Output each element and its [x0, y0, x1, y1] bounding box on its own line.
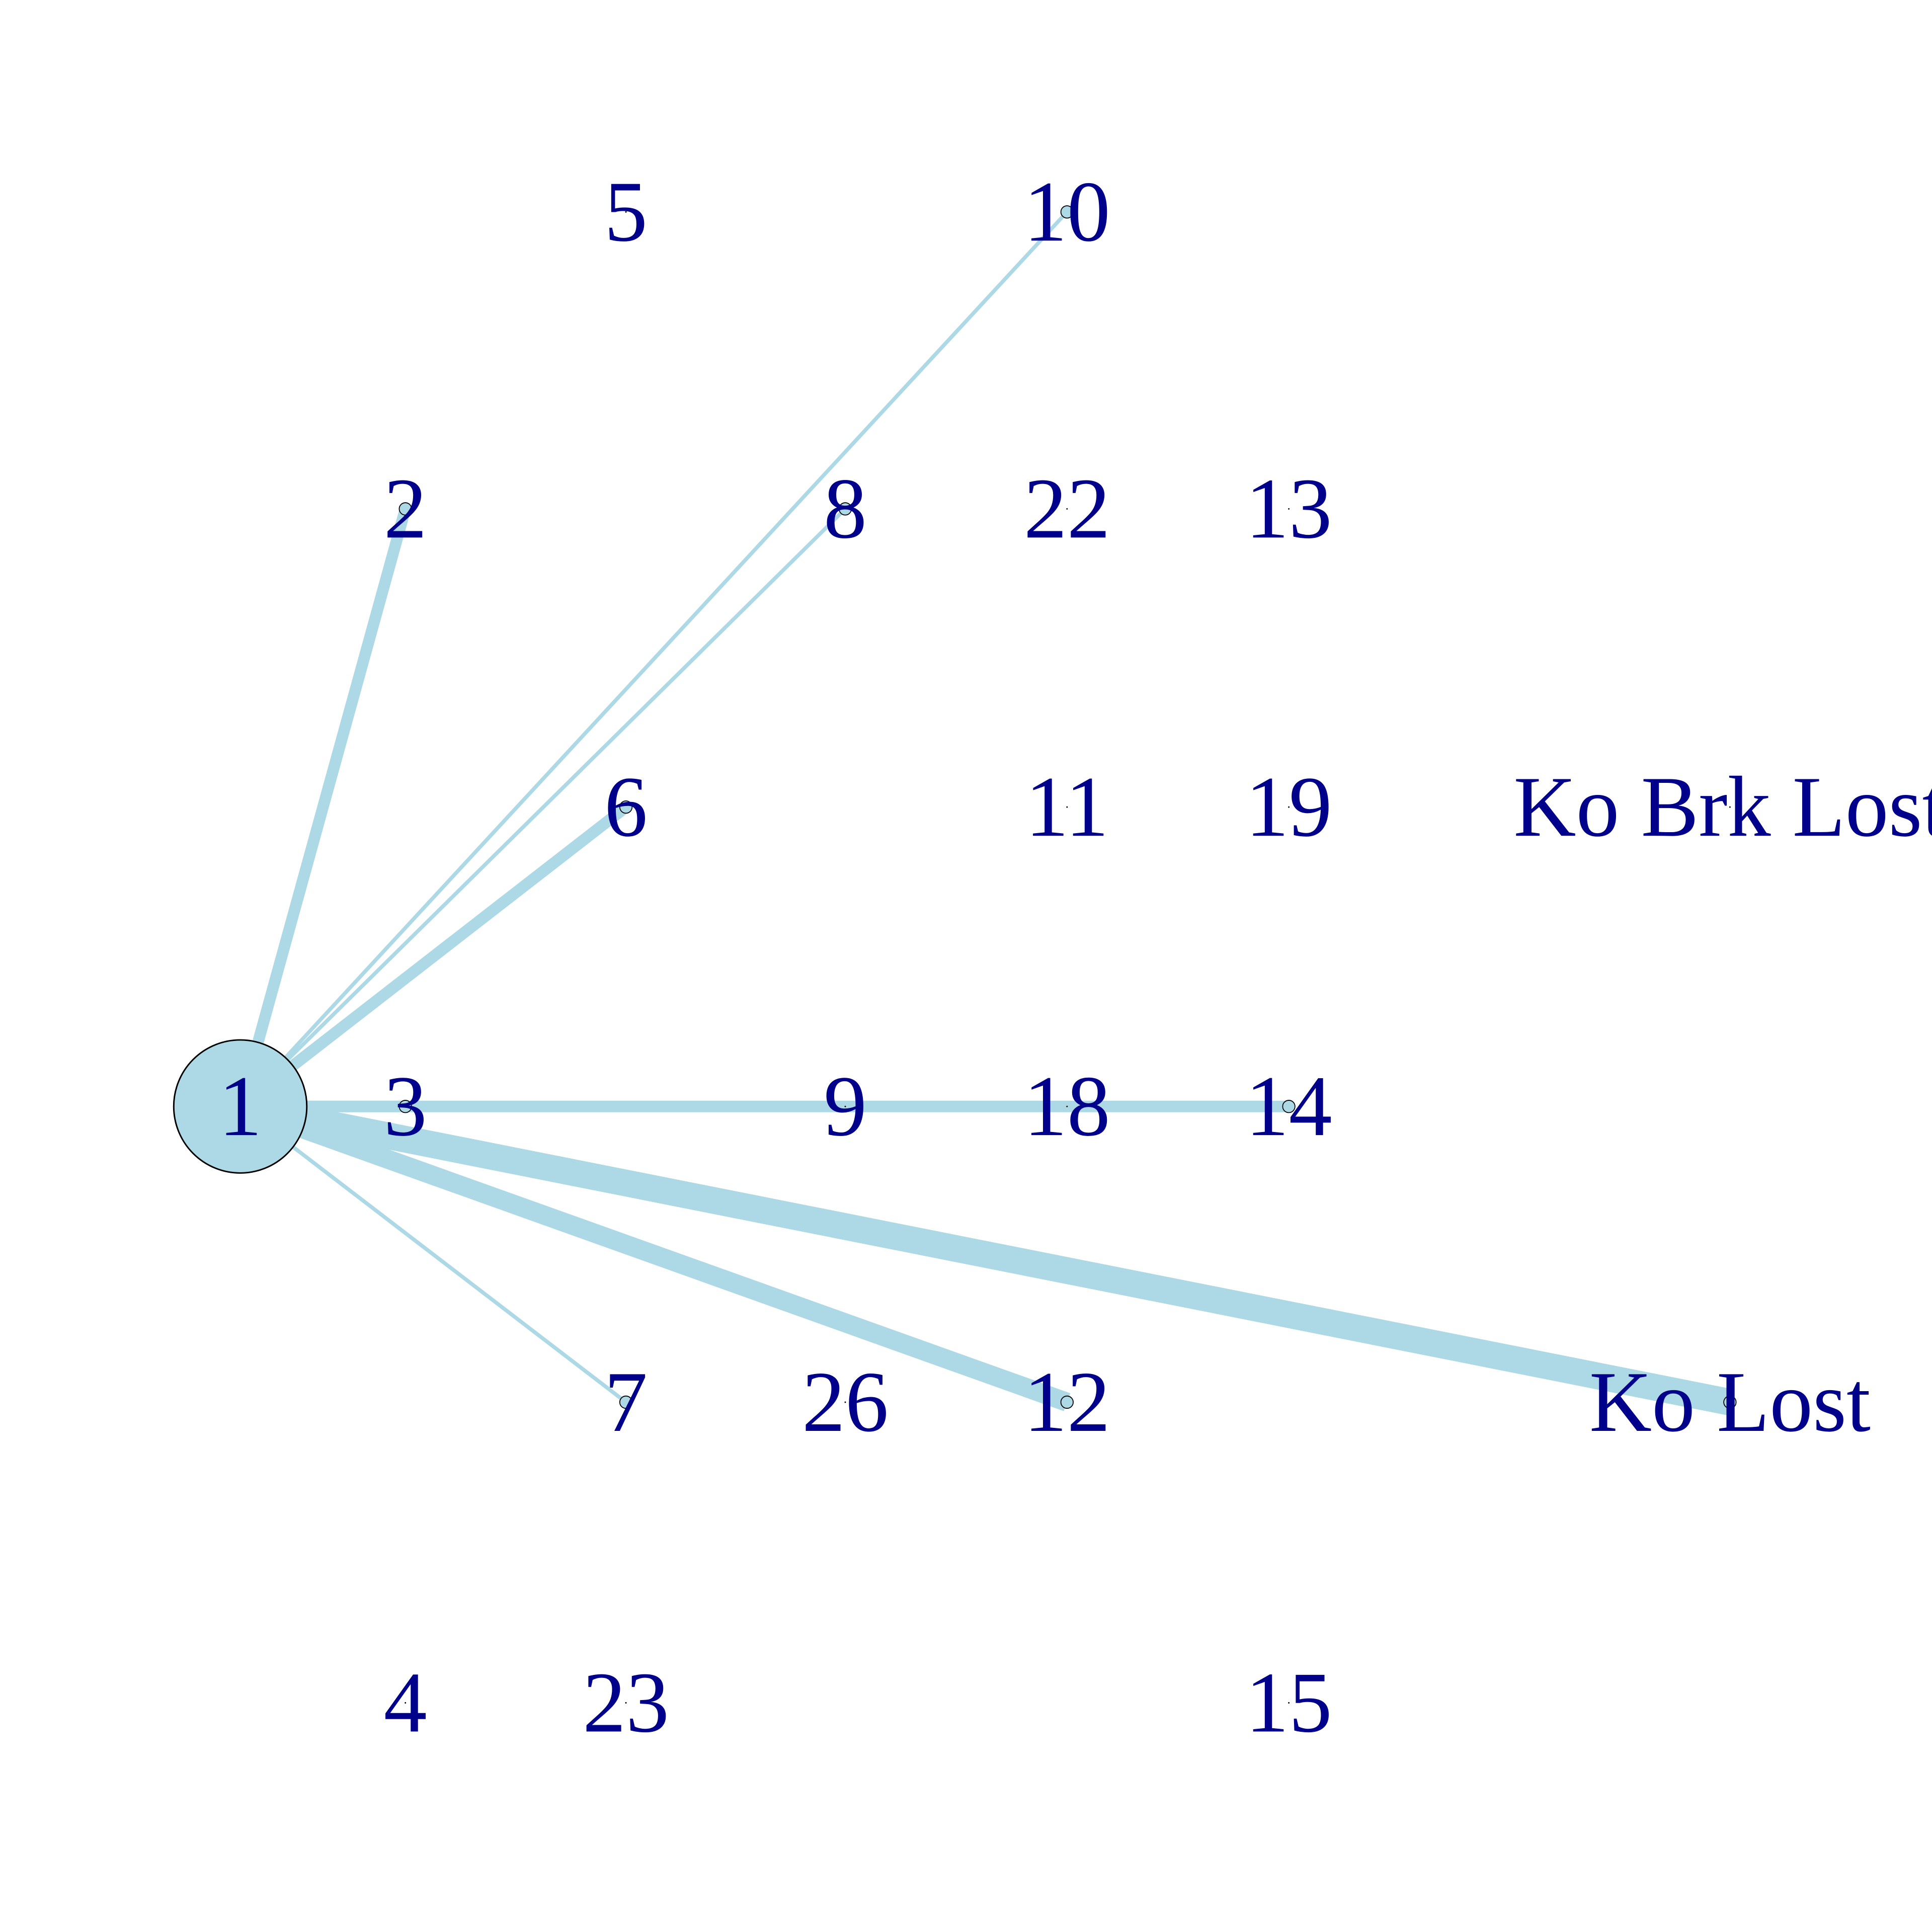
node-label-1: 1 [219, 1059, 262, 1154]
node-label-10: 10 [1024, 164, 1110, 260]
node-12 [1060, 1395, 1074, 1409]
node-ko_lost [1723, 1395, 1737, 1409]
node-label-8: 8 [824, 461, 867, 556]
node-15 [1288, 1702, 1290, 1704]
node-3 [398, 1100, 412, 1113]
edge-layer [234, 210, 1733, 1416]
node-18 [1066, 1105, 1068, 1107]
node-7 [619, 1395, 633, 1409]
node-label-2: 2 [384, 461, 427, 556]
node-label-18: 18 [1024, 1059, 1110, 1154]
node-14 [1282, 1100, 1296, 1113]
node-label-3: 3 [384, 1059, 427, 1154]
node-6 [619, 800, 633, 814]
node-5 [625, 211, 627, 213]
node-10 [1060, 205, 1074, 219]
node-label-15: 15 [1246, 1655, 1332, 1750]
node-19 [1288, 806, 1290, 808]
node-4 [405, 1702, 407, 1704]
node-label-13: 13 [1246, 461, 1332, 556]
edge-1-10 [238, 210, 1069, 1108]
node-ko_brk_lost [1729, 806, 1731, 808]
node-label-22: 22 [1024, 461, 1110, 556]
node-label-14: 14 [1246, 1059, 1332, 1154]
node-26 [844, 1401, 846, 1403]
node-label-19: 19 [1246, 759, 1332, 855]
node-label-11: 11 [1025, 759, 1109, 855]
node-11 [1066, 806, 1068, 808]
node-label-12: 12 [1024, 1354, 1110, 1450]
edge-1-12 [237, 1097, 1071, 1411]
node-13 [1288, 508, 1290, 510]
edge-1-7 [239, 1105, 627, 1404]
edge-1-8 [238, 507, 847, 1108]
edge-1-ko_lost [237, 1093, 1733, 1416]
node-9 [844, 1105, 846, 1107]
node-8 [838, 502, 852, 516]
node-1 [173, 1039, 308, 1174]
node-label-5: 5 [604, 164, 648, 260]
node-label-23: 23 [583, 1655, 669, 1750]
edge-1-6 [236, 802, 630, 1111]
node-label-9: 9 [824, 1059, 867, 1154]
node-label-26: 26 [802, 1354, 889, 1450]
node-label-ko_brk_lost: Ko Brk Lost [1513, 759, 1932, 855]
node-layer [173, 205, 1737, 1704]
node-label-6: 6 [604, 759, 648, 855]
node-23 [625, 1702, 627, 1704]
node-2 [398, 502, 412, 516]
node-label-4: 4 [384, 1655, 427, 1750]
node-22 [1066, 508, 1068, 510]
node-label-7: 7 [604, 1354, 648, 1450]
node-label-ko_lost: Ko Lost [1589, 1354, 1871, 1450]
edge-1-2 [234, 507, 411, 1108]
